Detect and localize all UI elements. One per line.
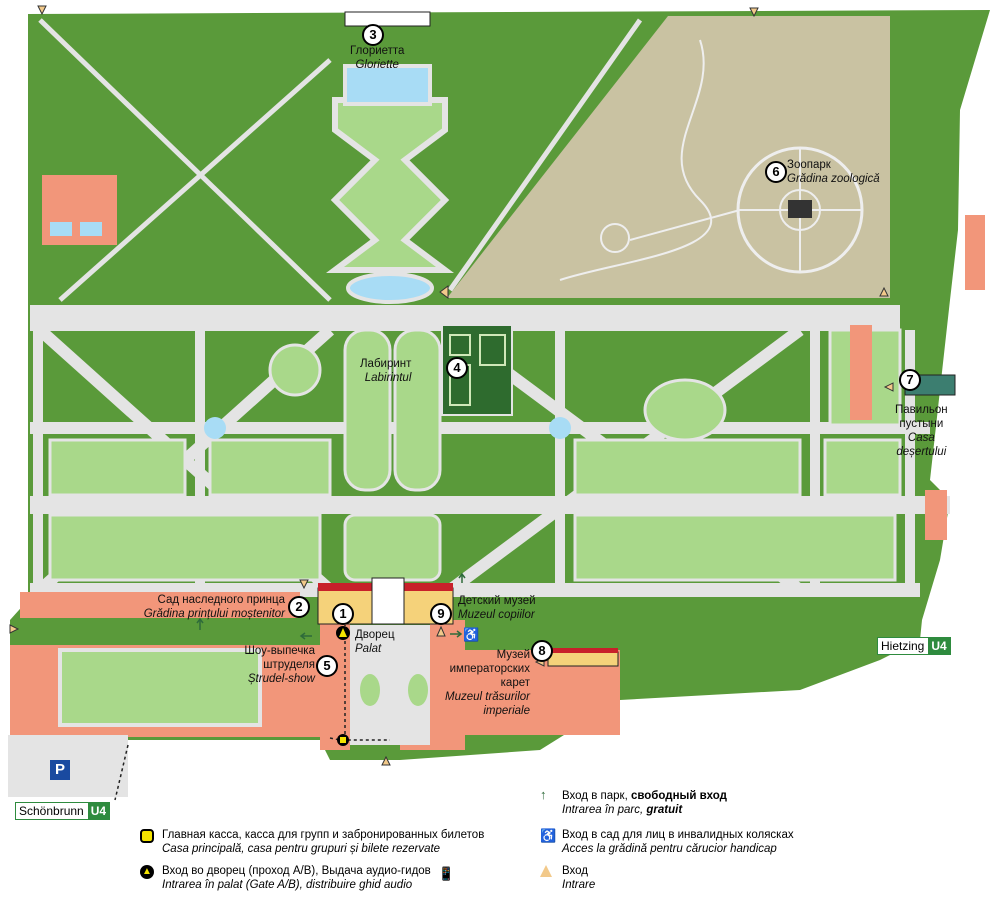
legend-ru: Вход xyxy=(562,865,589,877)
legend-free-entry: ↑ Вход в парк, свободный вход Intrarea î… xyxy=(540,788,727,817)
legend-ru: Главная касса, касса для групп и заброни… xyxy=(162,829,485,841)
label-ro: Labirintul xyxy=(364,372,412,384)
legend-ru: Вход в сад для лиц в инвалидных колясках xyxy=(562,829,794,841)
label-ro: Grădina zoologică xyxy=(787,173,880,185)
label-ru: Детский музей xyxy=(458,595,536,607)
label-ru: Лабиринт xyxy=(360,358,412,370)
palace-entrance-icon: ▲ xyxy=(140,865,154,879)
legend-ro: Intrarea în palat (Gate A/B), distribuir… xyxy=(162,879,413,891)
label-ro: Muzeul trăsurilor xyxy=(445,691,530,703)
parking-sign: P xyxy=(50,760,70,780)
label-ru: Глориетта xyxy=(350,45,405,57)
marker-7[interactable]: 7 xyxy=(899,369,921,391)
label-ru: пустыни xyxy=(899,418,944,430)
metro-name: Hietzing xyxy=(881,639,925,653)
legend-ro: Intrarea în parc, xyxy=(562,804,647,816)
zoo-pavilion xyxy=(788,200,812,218)
label-ru: Зоопарк xyxy=(787,159,831,171)
marker-1[interactable]: 1 xyxy=(332,603,354,625)
legend-ticket-office: Главная касса, касса для групп и заброни… xyxy=(140,828,485,856)
marker-4[interactable]: 4 xyxy=(446,357,468,379)
label-ro: Muzeul copiilor xyxy=(458,609,535,621)
ticket-office-icon xyxy=(140,829,154,843)
label-ro: Gloriette xyxy=(355,59,399,71)
gloriette-building xyxy=(344,11,431,27)
label-ro: Grădina prințului moștenitor xyxy=(143,608,285,620)
free-entry-arrow-icon: ↑ xyxy=(540,787,547,802)
legend-wheelchair: ♿ Вход в сад для лиц в инвалидных коляск… xyxy=(540,828,794,856)
marker-6[interactable]: 6 xyxy=(765,161,787,183)
label-ru: Музей xyxy=(496,649,530,661)
marker-2[interactable]: 2 xyxy=(288,596,310,618)
label-ro: Ștrudel-show xyxy=(247,673,315,685)
legend-palace-entrance: ▲ Вход во дворец (проход A/B), Выдача ау… xyxy=(140,864,431,892)
marker-9[interactable]: 9 xyxy=(430,603,452,625)
legend-ro: Casa principală, casa pentru grupuri și … xyxy=(162,843,441,855)
label-ro: imperiale xyxy=(483,705,530,717)
label-ru: Сад наследного принца xyxy=(157,594,285,606)
legend-ro-bold: gratuit xyxy=(646,804,683,816)
wheelchair-icon: ♿ xyxy=(540,828,557,843)
legend-ru-bold: свободный вход xyxy=(630,790,727,802)
wheelchair-marker: ♿ xyxy=(463,627,479,642)
legend-ro: Acces la grădină pentru cărucior handica… xyxy=(562,843,777,855)
audio-guide-icon: 📱 xyxy=(438,866,455,881)
marker-5[interactable]: 5 xyxy=(316,655,338,677)
label-ro: Palat xyxy=(355,643,382,655)
legend-ro: Intrare xyxy=(562,879,596,891)
label-ru: Шоу-выпечка xyxy=(244,645,315,657)
metro-line: U4 xyxy=(928,638,950,654)
zoo-area xyxy=(447,16,890,298)
metro-line: U4 xyxy=(87,803,110,819)
label-ro: Casa xyxy=(907,432,935,444)
legend-ru: Вход в парк, xyxy=(562,790,631,802)
label-ru: императорских xyxy=(449,663,530,675)
label-ro: deșertului xyxy=(896,446,947,458)
metro-name: Schönbrunn xyxy=(19,804,84,818)
marker-8[interactable]: 8 xyxy=(531,640,553,662)
entrance-triangle-icon xyxy=(540,865,552,877)
label-ru: штруделя xyxy=(263,659,315,671)
label-ru: Дворец xyxy=(355,629,395,641)
legend-ru: Вход во дворец (проход A/B), Выдача ауди… xyxy=(162,865,431,877)
label-ru: Павильон xyxy=(895,404,948,416)
gloriette-pond xyxy=(343,64,432,106)
neptune-pond xyxy=(346,272,434,304)
marker-3[interactable]: 3 xyxy=(362,24,384,46)
carriage-museum xyxy=(547,651,619,667)
label-ru: карет xyxy=(500,677,530,689)
